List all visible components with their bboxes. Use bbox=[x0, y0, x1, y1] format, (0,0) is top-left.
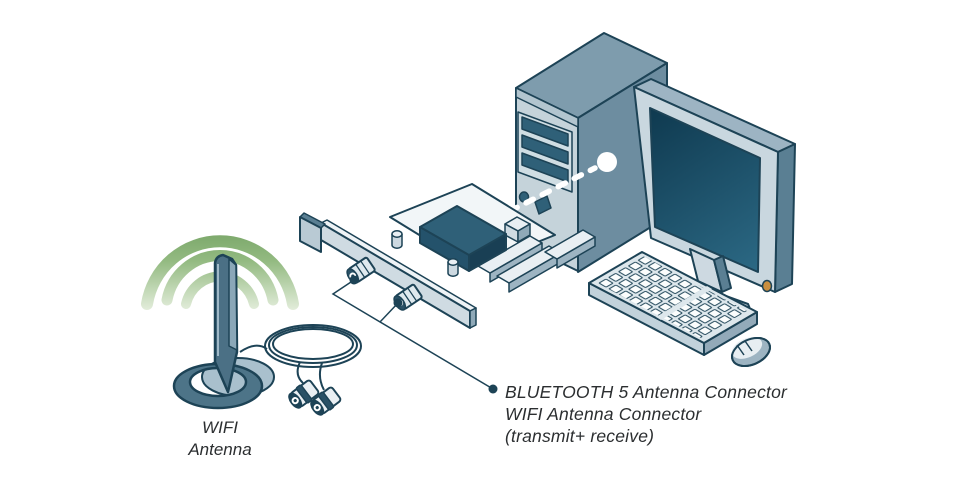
leader-dot bbox=[349, 275, 359, 285]
connector-label-line3: (transmit+ receive) bbox=[505, 426, 655, 446]
keyboard-illustration bbox=[588, 251, 758, 356]
computer-tower-illustration bbox=[515, 32, 668, 273]
cable-tail bbox=[296, 361, 304, 384]
capacitor-top bbox=[447, 258, 459, 266]
leader-dot bbox=[393, 298, 403, 308]
keyboard-keys bbox=[597, 256, 747, 338]
label-bullet bbox=[488, 384, 498, 394]
connector-label: BLUETOOTH 5 Antenna Connector WIFI Anten… bbox=[505, 381, 787, 447]
wifi-antenna-label: WIFI Antenna bbox=[150, 417, 290, 461]
connection-dashed-line bbox=[507, 152, 617, 214]
mouse-illustration bbox=[731, 336, 771, 368]
monitor-screen bbox=[649, 107, 761, 273]
empty-slot-notch bbox=[534, 195, 552, 215]
connector-label-line1: BLUETOOTH 5 Antenna Connector bbox=[505, 382, 788, 402]
mouse-highlight bbox=[731, 337, 763, 359]
monitor-stand-neck-side bbox=[713, 255, 732, 293]
leader-lines bbox=[331, 275, 498, 394]
drive-bay-slot bbox=[521, 116, 569, 147]
keyboard-numpad-gap bbox=[656, 286, 712, 320]
cable-sma-connector bbox=[310, 386, 342, 416]
cable-coil bbox=[272, 328, 354, 360]
antenna-blade-side bbox=[228, 258, 238, 351]
mouse-outline bbox=[731, 336, 771, 368]
cable-tail bbox=[318, 362, 325, 391]
cable-from-antenna bbox=[239, 344, 268, 353]
mouse-button-divider bbox=[736, 340, 753, 356]
cable-coil bbox=[268, 326, 358, 364]
antenna-base-ring bbox=[172, 362, 264, 410]
antenna-cable-illustration bbox=[239, 324, 362, 416]
power-led bbox=[761, 279, 773, 293]
wifi-antenna-label-line1: WIFI bbox=[202, 418, 238, 437]
card-cube-side bbox=[517, 223, 531, 243]
cable-sma-connector bbox=[288, 379, 320, 409]
connector-label-line2: WIFI Antenna Connector bbox=[505, 404, 702, 424]
capacitor-top bbox=[391, 230, 403, 238]
bracket-tab bbox=[299, 216, 322, 253]
edge-connector-arm bbox=[477, 235, 543, 274]
tower-front-bevel bbox=[515, 87, 579, 128]
cable-coil bbox=[264, 324, 362, 368]
connection-endpoint-dot bbox=[597, 152, 617, 172]
signal-wave-outer bbox=[141, 235, 299, 310]
leader-line bbox=[331, 279, 494, 390]
pci-card-illustration bbox=[299, 183, 596, 329]
slot-bar bbox=[544, 229, 596, 260]
dashed-line bbox=[507, 165, 598, 214]
wifi-antenna-label-line2: Antenna bbox=[188, 440, 252, 459]
drive-bay-slot bbox=[521, 134, 569, 165]
rf-shield-top bbox=[419, 205, 507, 256]
drive-bay-slot bbox=[521, 152, 569, 183]
wifi-antenna-illustration bbox=[172, 253, 275, 410]
bracket-end-cap bbox=[469, 307, 477, 329]
